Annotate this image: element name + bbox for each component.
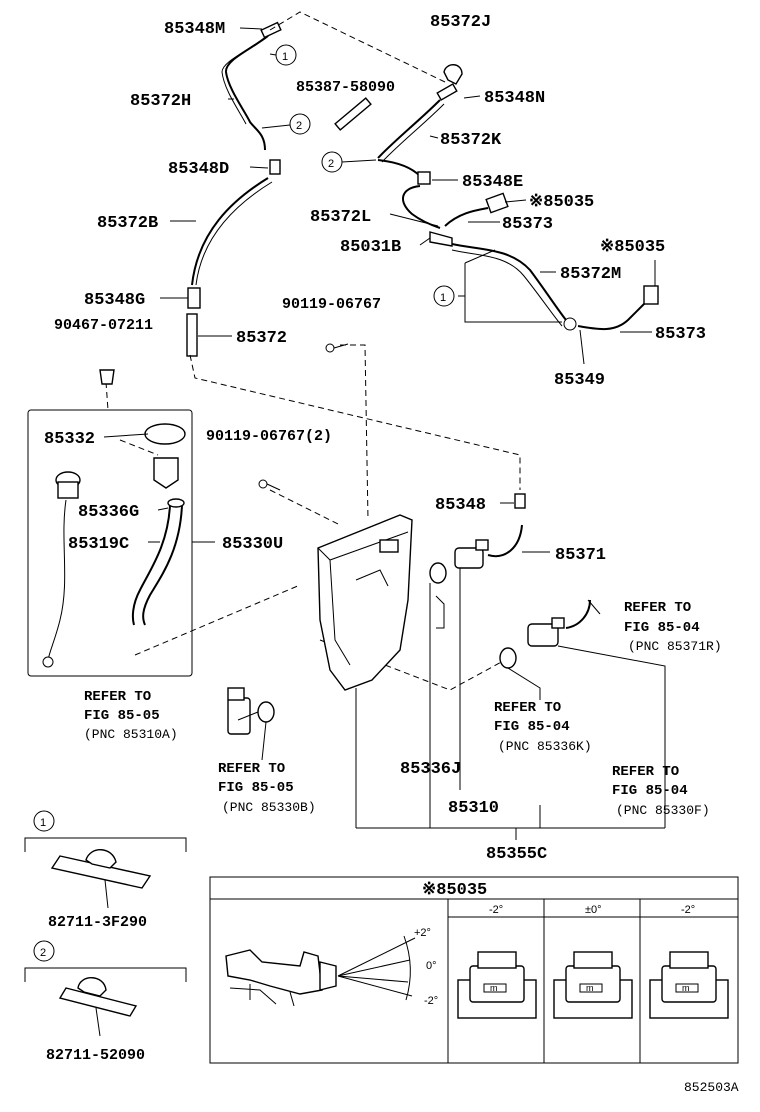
dashed-guides [105, 11, 521, 691]
angle-bot: -2° [424, 995, 438, 1007]
label-85387-58090: 85387-58090 [296, 79, 395, 96]
callout-1b: 1 [440, 292, 446, 304]
pump-right [499, 599, 591, 669]
label-85348: 85348 [435, 496, 486, 515]
label-85332: 85332 [44, 430, 95, 449]
detail-col3: -2° [681, 904, 695, 916]
label-85336J: 85336J [400, 760, 461, 779]
ref2-line2: FIG 85-05 [218, 780, 294, 796]
detail-col2: ±0° [585, 904, 602, 916]
angle-top: +2° [414, 927, 431, 939]
part-labels: 85348M 85372H 85387-58090 85348D 85372B … [44, 13, 739, 1095]
label-85348N: 85348N [484, 89, 545, 108]
label-85031B: 85031B [340, 238, 401, 257]
label-85348D: 85348D [168, 160, 229, 179]
nozzle-2-mark: m [586, 983, 594, 993]
ref4-line3: (PNC 85330F) [616, 803, 710, 818]
ref4-line2: FIG 85-04 [612, 783, 688, 799]
label-85348M: 85348M [164, 20, 225, 39]
leader-lines [103, 95, 666, 840]
label-85348E: 85348E [462, 173, 523, 192]
reference-notes: REFER TO FIG 85-05 (PNC 85310A) REFER TO… [84, 600, 722, 818]
ref1-line2: FIG 85-05 [84, 708, 160, 724]
label-82711-52090: 82711-52090 [46, 1047, 145, 1064]
ref1-line1: REFER TO [84, 689, 151, 705]
label-85372K: 85372K [440, 131, 502, 150]
label-85349: 85349 [554, 371, 605, 390]
label-85372J: 85372J [430, 13, 491, 32]
ref3-line1: REFER TO [494, 700, 561, 716]
label-85372B: 85372B [97, 214, 158, 233]
label-85371: 85371 [555, 546, 606, 565]
ref5-line2: FIG 85-04 [624, 620, 700, 636]
label-90119-06767-a: 90119-06767 [282, 296, 381, 313]
pump-left [227, 687, 275, 735]
label-90119-06767-2: 90119-06767(2) [206, 428, 332, 445]
ref4-line1: REFER TO [612, 764, 679, 780]
nozzle-detail-box: m m m [209, 876, 739, 1064]
nozzle-view-1: m [457, 951, 537, 1019]
ref5-line1: REFER TO [624, 600, 691, 616]
ref5-line3: (PNC 85371R) [628, 639, 722, 654]
angle-mid: 0° [426, 960, 437, 972]
callout-2c: 2 [40, 947, 46, 959]
nozzle-3-mark: m [682, 983, 690, 993]
hose-right-assembly [377, 64, 659, 331]
callout-2a: 2 [296, 120, 302, 132]
nozzle-view-2: m [553, 951, 633, 1019]
label-85372L: 85372L [310, 208, 371, 227]
label-85330U: 85330U [222, 535, 283, 554]
ref3-line2: FIG 85-04 [494, 719, 570, 735]
label-85355C: 85355C [486, 845, 547, 864]
label-85310: 85310 [448, 799, 499, 818]
callout-circles: 1 2 2 1 1 2 [33, 44, 455, 962]
label-85336G: 85336G [78, 503, 139, 522]
label-85372H: 85372H [130, 92, 191, 111]
detail-box-text: ※85035 -2° ±0° -2° +2° 0° -2° [414, 881, 695, 1007]
label-85373-b: 85373 [655, 325, 706, 344]
detail-col1: -2° [489, 904, 503, 916]
ref1-line3: (PNC 85310A) [84, 727, 178, 742]
callout-2b: 2 [328, 158, 334, 170]
filler-group-box [27, 369, 193, 677]
label-85035-b: ※85035 [600, 238, 665, 257]
label-85372M: 85372M [560, 265, 621, 284]
label-85348G: 85348G [84, 291, 145, 310]
label-85035-a: ※85035 [529, 193, 594, 212]
ref3-line3: (PNC 85336K) [498, 739, 592, 754]
nozzle-view-3: m [649, 951, 729, 1019]
callout-1a: 1 [282, 51, 288, 63]
detail-title: ※85035 [422, 881, 487, 900]
ref2-line1: REFER TO [218, 761, 285, 777]
ref2-line3: (PNC 85330B) [222, 800, 316, 815]
label-90467-07211: 90467-07211 [54, 317, 153, 334]
hose-left-assembly [186, 21, 372, 357]
label-82711-3F290: 82711-3F290 [48, 914, 147, 931]
washer-tank [258, 343, 526, 691]
label-85373-a: 85373 [502, 215, 553, 234]
clip-legend [24, 837, 187, 1037]
diagram-id: 852503A [684, 1080, 739, 1095]
label-85319C: 85319C [68, 535, 129, 554]
callout-1c: 1 [40, 817, 46, 829]
nozzle-1-mark: m [490, 983, 498, 993]
label-85372: 85372 [236, 329, 287, 348]
